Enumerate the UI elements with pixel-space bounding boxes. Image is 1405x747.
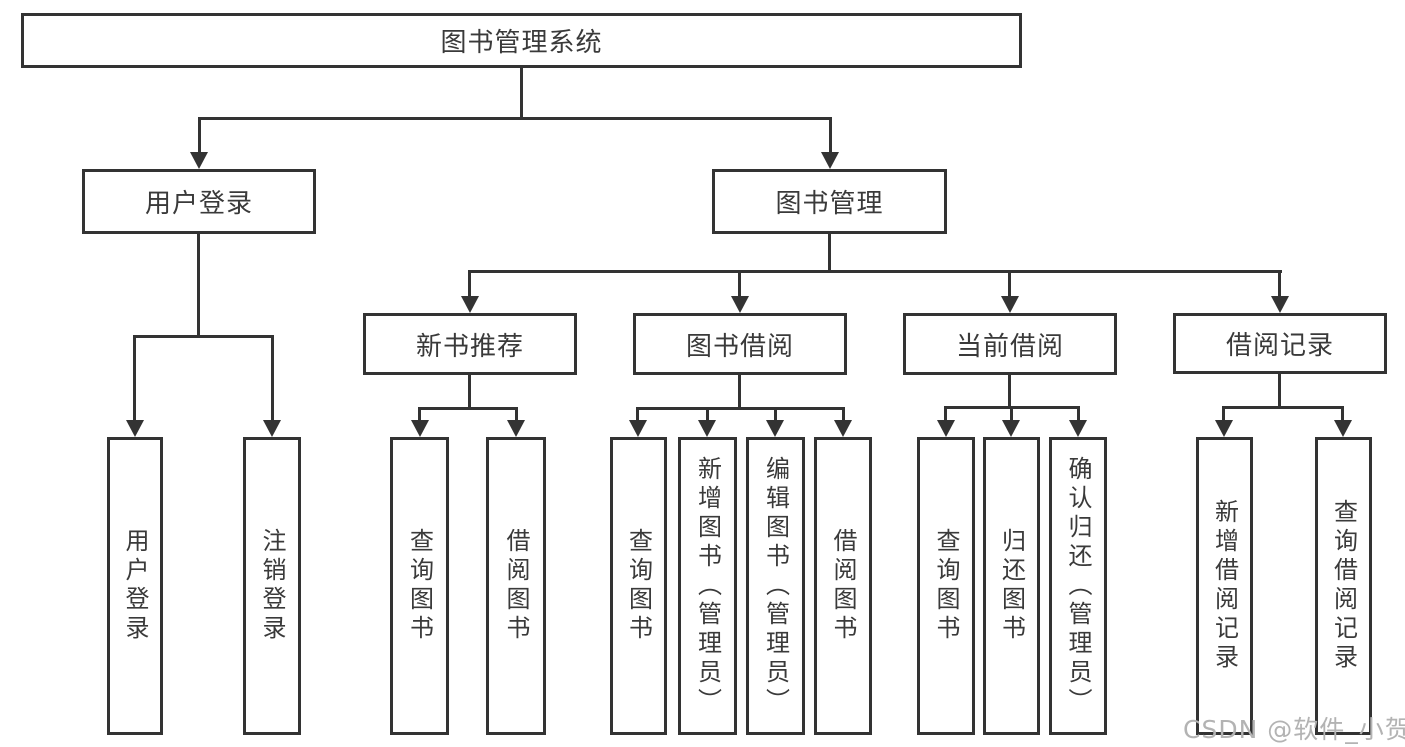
connector (1077, 406, 1080, 423)
node-logout-leaf: 注销登录 (243, 437, 301, 735)
node-add-book-admin: 新增图书（管理员） (678, 437, 737, 735)
arrowhead-icon (821, 152, 839, 169)
arrowhead-icon (190, 152, 208, 169)
connector (418, 407, 421, 423)
arrowhead-icon (1334, 420, 1352, 437)
node-query-books-recommend: 查询图书 (390, 437, 449, 735)
connector (1278, 374, 1281, 406)
arrowhead-icon (766, 420, 784, 437)
connector (468, 270, 1282, 273)
node-borrow-books-recommend: 借阅图书 (486, 437, 546, 735)
connector (1222, 406, 1344, 409)
connector (1222, 406, 1225, 423)
connector (636, 407, 639, 423)
connector (1278, 270, 1281, 298)
node-borrowing-records: 借阅记录 (1173, 313, 1387, 374)
connector (133, 335, 136, 423)
connector (829, 117, 832, 157)
connector (1008, 374, 1011, 406)
connector (468, 270, 471, 298)
arrowhead-icon (1002, 420, 1020, 437)
arrowhead-icon (937, 420, 955, 437)
connector (198, 117, 201, 157)
node-edit-book-admin: 编辑图书（管理员） (746, 437, 805, 735)
arrowhead-icon (1069, 420, 1087, 437)
node-query-books-current: 查询图书 (917, 437, 975, 735)
connector (197, 234, 200, 335)
connector (738, 270, 741, 298)
arrowhead-icon (698, 420, 716, 437)
watermark: CSDN @软件_小贺同学 (1183, 715, 1405, 744)
arrowhead-icon (507, 420, 525, 437)
connector (1341, 406, 1344, 423)
connector (133, 335, 274, 338)
connector (706, 407, 709, 423)
node-user-login: 用户登录 (82, 169, 316, 234)
connector (1008, 270, 1011, 298)
connector (828, 234, 831, 272)
arrowhead-icon (629, 420, 647, 437)
node-query-books-borrowing: 查询图书 (610, 437, 667, 735)
arrowhead-icon (1215, 420, 1233, 437)
connector (418, 407, 518, 410)
arrowhead-icon (411, 420, 429, 437)
node-borrow-books-borrowing: 借阅图书 (814, 437, 872, 735)
arrowhead-icon (834, 420, 852, 437)
node-confirm-return-admin: 确认归还（管理员） (1049, 437, 1107, 735)
connector (520, 68, 523, 117)
node-library-management-system: 图书管理系统 (21, 13, 1022, 68)
node-user-login-leaf: 用户登录 (107, 437, 163, 735)
arrowhead-icon (461, 296, 479, 313)
connector (468, 375, 471, 407)
connector (636, 407, 845, 410)
connector (515, 407, 518, 423)
connector (271, 335, 274, 423)
arrowhead-icon (1271, 296, 1289, 313)
node-new-book-recommend: 新书推荐 (363, 313, 577, 375)
node-current-borrowing: 当前借阅 (903, 313, 1117, 375)
node-add-borrow-record: 新增借阅记录 (1196, 437, 1253, 735)
connector (1010, 406, 1013, 423)
arrowhead-icon (126, 420, 144, 437)
node-book-management: 图书管理 (712, 169, 947, 234)
arrowhead-icon (263, 420, 281, 437)
connector (774, 407, 777, 423)
node-query-borrow-record: 查询借阅记录 (1315, 437, 1372, 735)
arrowhead-icon (1001, 296, 1019, 313)
connector (944, 406, 947, 423)
connector (198, 117, 832, 120)
node-book-borrowing: 图书借阅 (633, 313, 847, 375)
connector (842, 407, 845, 423)
arrowhead-icon (731, 296, 749, 313)
node-return-book: 归还图书 (983, 437, 1040, 735)
connector (738, 375, 741, 407)
